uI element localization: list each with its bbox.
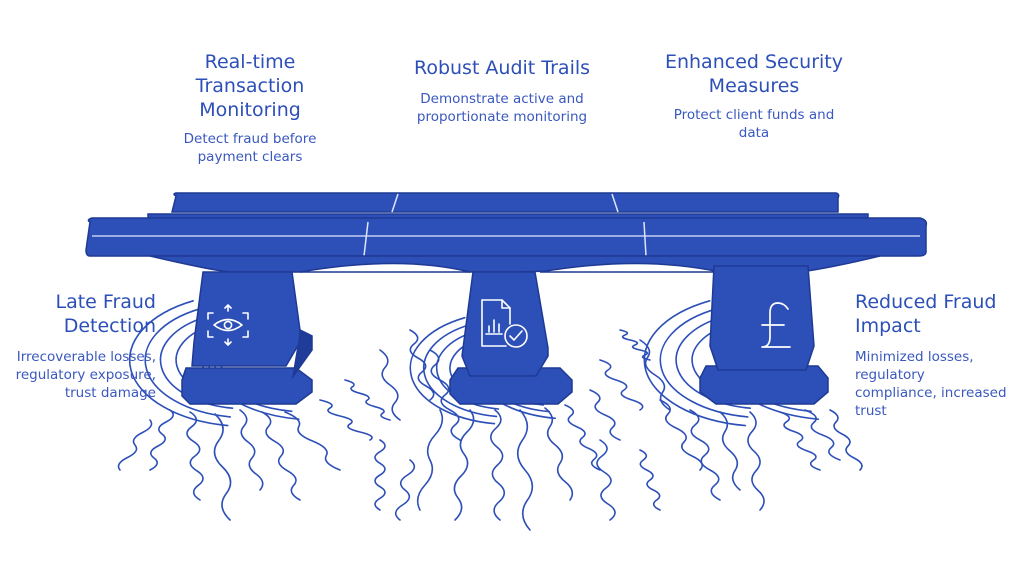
eye-scan-icon bbox=[207, 304, 249, 346]
pillar-body bbox=[191, 271, 301, 367]
pillar-base bbox=[181, 367, 313, 405]
water-wave bbox=[516, 409, 534, 531]
pillar-description: Protect client funds and data bbox=[673, 107, 835, 141]
deck-seam bbox=[643, 221, 647, 257]
pillar-label-security: Enhanced Security Measures Protect clien… bbox=[664, 50, 844, 142]
pillar-title: Robust Audit Trails bbox=[413, 57, 591, 79]
deck-seam bbox=[391, 193, 399, 213]
water-wave bbox=[261, 411, 301, 501]
bridge-deck-main-slab bbox=[85, 217, 928, 257]
deck-seam bbox=[611, 193, 619, 213]
right-side-description: Minimized losses, regulatory compliance,… bbox=[855, 349, 1007, 419]
water-wave bbox=[589, 389, 621, 441]
water-ripple bbox=[422, 323, 498, 418]
water-wave bbox=[239, 409, 264, 491]
pillar-body bbox=[709, 265, 815, 371]
water-ripple bbox=[128, 300, 229, 427]
water-wave bbox=[409, 329, 435, 401]
water-wave bbox=[394, 459, 416, 521]
water-wave bbox=[544, 407, 574, 501]
water-ripple bbox=[409, 316, 496, 425]
water-wave bbox=[619, 329, 651, 361]
water-ripple bbox=[144, 307, 231, 418]
pillar-realtime bbox=[181, 271, 313, 405]
water-wave bbox=[689, 409, 721, 501]
pound-sign-icon bbox=[761, 302, 791, 348]
water-wave bbox=[213, 413, 232, 521]
bridge-deck-top-slab bbox=[171, 192, 840, 213]
water-wave bbox=[489, 409, 506, 521]
pillar-label-audit: Robust Audit Trails Demonstrate active a… bbox=[412, 56, 592, 126]
right-side-label: Reduced Fraud Impact Minimized losses, r… bbox=[855, 290, 1007, 420]
water-wave bbox=[416, 409, 444, 511]
pillar-audit bbox=[449, 271, 573, 405]
pillar-title: Real-time Transaction Monitoring bbox=[195, 51, 305, 121]
bridge-deck bbox=[85, 192, 928, 257]
left-side-description: Irrecoverable losses, regulatory exposur… bbox=[15, 349, 156, 401]
water-wave bbox=[379, 349, 401, 421]
water-ripple bbox=[659, 307, 749, 418]
water-wave bbox=[639, 339, 671, 411]
water-wave bbox=[639, 449, 661, 511]
pillar-security bbox=[699, 265, 829, 405]
water-wave bbox=[599, 359, 644, 411]
water-wave bbox=[149, 409, 174, 471]
water-wave bbox=[596, 439, 616, 521]
pillar-base bbox=[699, 365, 829, 405]
water-wave bbox=[804, 409, 841, 461]
water-wave bbox=[284, 411, 341, 471]
water-ripple bbox=[643, 300, 747, 427]
left-side-title: Late Fraud Detection bbox=[55, 291, 156, 337]
audit-document-check-icon bbox=[481, 299, 528, 348]
left-side-label: Late Fraud Detection Irrecoverable losse… bbox=[10, 290, 156, 402]
water-wave bbox=[453, 409, 475, 521]
water-wave bbox=[659, 399, 703, 471]
deck-seam bbox=[363, 221, 369, 257]
water-wave bbox=[719, 411, 741, 491]
water-wave bbox=[344, 379, 391, 421]
right-side-title: Reduced Fraud Impact bbox=[855, 291, 997, 337]
pillar-description: Detect fraud before payment clears bbox=[183, 131, 317, 165]
water-wave bbox=[829, 409, 863, 471]
pillar-title: Enhanced Security Measures bbox=[664, 51, 844, 97]
water-wave bbox=[374, 439, 386, 511]
pillar-label-realtime: Real-time Transaction Monitoring Detect … bbox=[160, 50, 340, 166]
water-wave bbox=[747, 411, 765, 511]
pillar-base bbox=[449, 367, 573, 405]
water-wave bbox=[117, 419, 153, 471]
pillar-body bbox=[461, 271, 549, 377]
pillar-description: Demonstrate active and proportionate mon… bbox=[416, 91, 588, 125]
water-wave bbox=[319, 399, 373, 441]
water-wave bbox=[429, 349, 461, 441]
water-wave bbox=[186, 411, 204, 501]
water-wave bbox=[779, 411, 821, 471]
water-wave bbox=[564, 404, 601, 471]
